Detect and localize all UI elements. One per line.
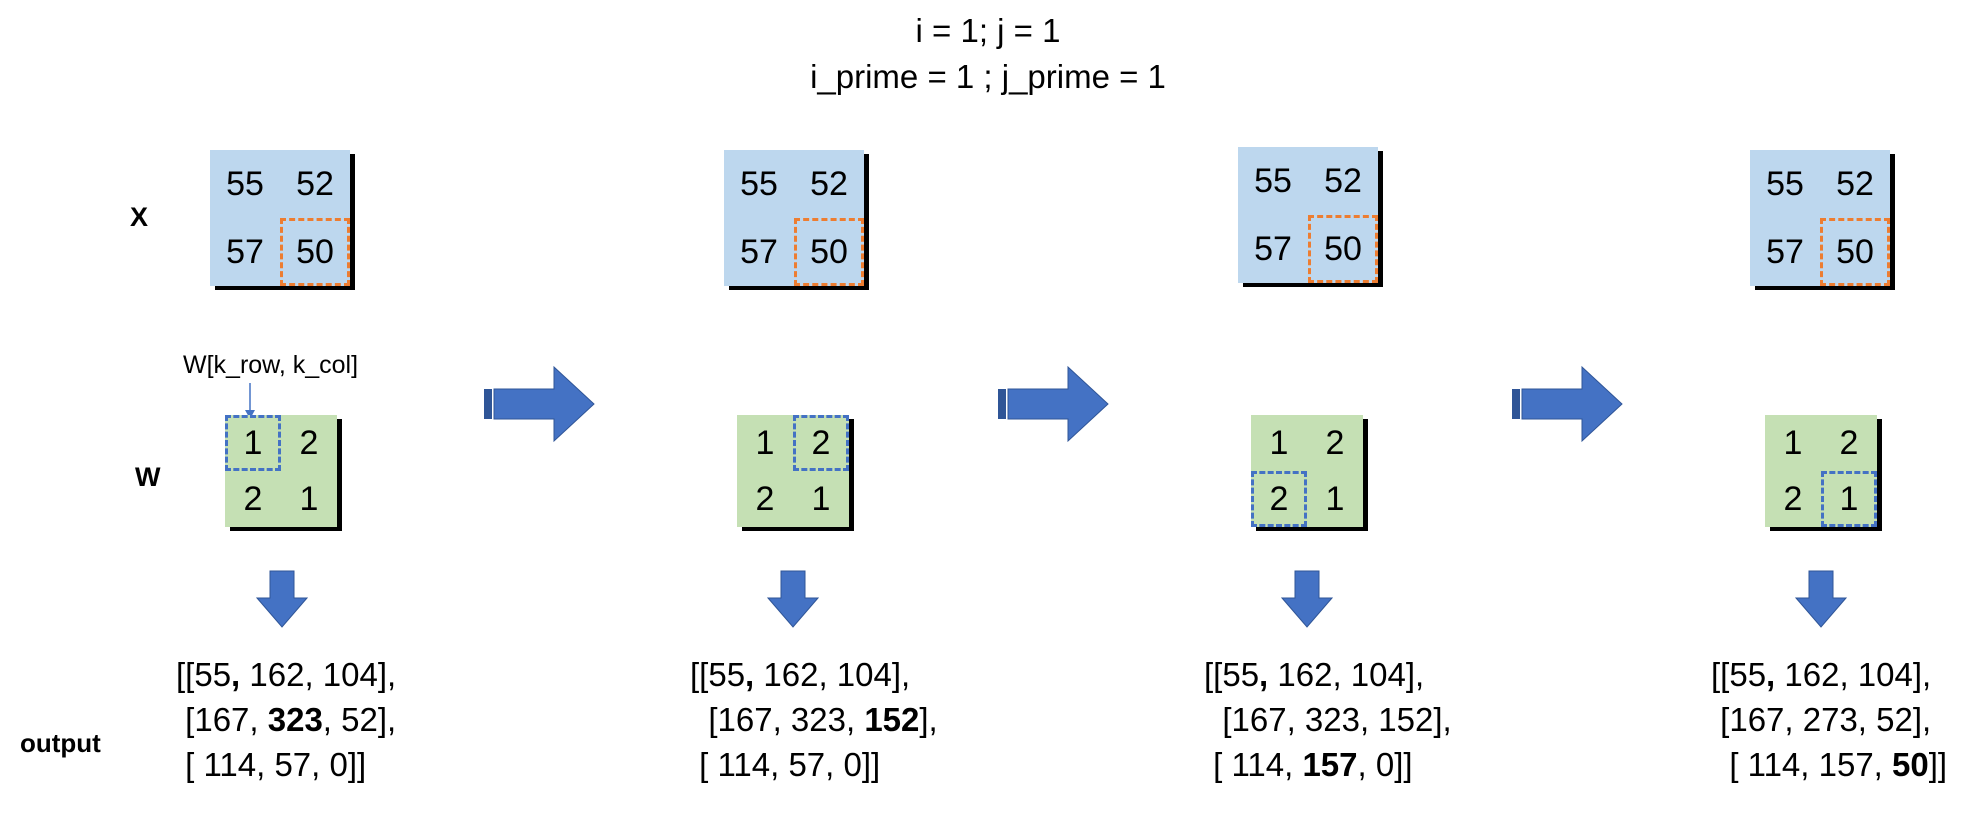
w-matrix: 1 2 2 1 xyxy=(225,415,337,527)
output-line-3: [ 114, 57, 0]] xyxy=(176,746,367,783)
x-cell: 52 xyxy=(810,164,848,203)
w-row-label: W xyxy=(135,462,161,492)
x-matrix: 55 52 57 50 xyxy=(724,150,864,286)
output-line-1: [[55, 162, 104], xyxy=(1204,656,1425,693)
step-4: 55 52 57 50 1 2 2 1 [[55, 162, 104], [16… xyxy=(1540,0,1976,813)
output-line-3: [ 114, 57, 0]] xyxy=(690,746,881,783)
output-row-label: output xyxy=(20,728,101,758)
x-cell: 57 xyxy=(226,232,264,271)
x-cell: 52 xyxy=(1836,164,1874,203)
output-line-3: [ 114, 157, 0]] xyxy=(1204,746,1413,783)
w-cell: 1 xyxy=(755,423,775,462)
x-row-label: X xyxy=(130,202,149,232)
down-arrow-icon xyxy=(1795,570,1847,628)
w-cell-highlighted: 2 xyxy=(1251,471,1307,527)
output-line-1: [[55, 162, 104], xyxy=(176,656,397,693)
w-index-label: W[k_row, k_col] xyxy=(183,351,359,379)
x-cell-highlighted: 50 xyxy=(1820,218,1890,286)
w-cell-highlighted: 1 xyxy=(1821,471,1877,527)
w-cell: 1 xyxy=(811,479,831,518)
right-arrow-icon xyxy=(998,365,1109,443)
output-line-2: [167, 323, 52], xyxy=(176,701,397,738)
step-1: 55 52 57 50 1 2 2 1 [[55, 162, 104], [16… xyxy=(0,0,470,813)
right-arrow-icon xyxy=(1512,365,1623,443)
x-cell-highlighted: 50 xyxy=(794,218,864,286)
w-matrix: 1 2 2 1 xyxy=(737,415,849,527)
down-arrow-icon xyxy=(767,570,819,628)
w-cell: 1 xyxy=(1783,423,1803,462)
output-line-3: [ 114, 157, 50]] xyxy=(1711,746,1948,783)
output-matrix: [[55, 162, 104], [167, 323, 152], [ 114,… xyxy=(1204,652,1452,787)
w-cell: 2 xyxy=(1783,479,1803,518)
x-cell: 55 xyxy=(1766,164,1804,203)
w-cell: 2 xyxy=(299,423,319,462)
x-matrix: 55 52 57 50 xyxy=(210,150,350,286)
header-line-2: i_prime = 1 ; j_prime = 1 xyxy=(810,58,1166,95)
x-cell: 57 xyxy=(740,232,778,271)
w-cell: 2 xyxy=(243,479,263,518)
step-2: 55 52 57 50 1 2 2 1 [[55, 162, 104], [16… xyxy=(513,0,983,813)
output-line-2: [167, 273, 52], xyxy=(1711,701,1932,738)
x-cell-highlighted: 50 xyxy=(280,218,350,286)
w-matrix: 1 2 2 1 xyxy=(1765,415,1877,527)
x-cell: 57 xyxy=(1254,229,1292,268)
x-cell: 57 xyxy=(1766,232,1804,271)
down-arrow-icon xyxy=(1281,570,1333,628)
x-cell-highlighted: 50 xyxy=(1308,215,1378,283)
header-line-1: i = 1; j = 1 xyxy=(915,12,1061,49)
output-matrix: [[55, 162, 104], [167, 273, 52], [ 114, … xyxy=(1711,652,1947,787)
w-matrix: 1 2 2 1 xyxy=(1251,415,1363,527)
x-cell: 55 xyxy=(740,164,778,203)
right-arrow-icon xyxy=(484,365,595,443)
x-cell: 55 xyxy=(1254,161,1292,200)
output-line-1: [[55, 162, 104], xyxy=(1711,656,1932,693)
w-cell-highlighted: 2 xyxy=(793,415,849,471)
output-line-1: [[55, 162, 104], xyxy=(690,656,911,693)
w-cell: 1 xyxy=(1325,479,1345,518)
w-cell-highlighted: 1 xyxy=(225,415,281,471)
x-cell: 55 xyxy=(226,164,264,203)
x-cell: 52 xyxy=(1324,161,1362,200)
w-index-pointer-icon xyxy=(245,383,255,419)
w-cell: 1 xyxy=(299,479,319,518)
x-cell: 52 xyxy=(296,164,334,203)
step-3: 55 52 57 50 1 2 2 1 [[55, 162, 104], [16… xyxy=(1027,0,1497,813)
w-cell: 1 xyxy=(1269,423,1289,462)
output-line-2: [167, 323, 152], xyxy=(1204,701,1452,738)
down-arrow-icon xyxy=(256,570,308,628)
w-cell: 2 xyxy=(1839,423,1859,462)
output-line-2: [167, 323, 152], xyxy=(690,701,938,738)
x-matrix: 55 52 57 50 xyxy=(1750,150,1890,286)
output-matrix: [[55, 162, 104], [167, 323, 52], [ 114, … xyxy=(176,652,396,787)
w-cell: 2 xyxy=(755,479,775,518)
w-cell: 2 xyxy=(1325,423,1345,462)
x-matrix: 55 52 57 50 xyxy=(1238,147,1378,283)
output-matrix: [[55, 162, 104], [167, 323, 152], [ 114,… xyxy=(690,652,938,787)
